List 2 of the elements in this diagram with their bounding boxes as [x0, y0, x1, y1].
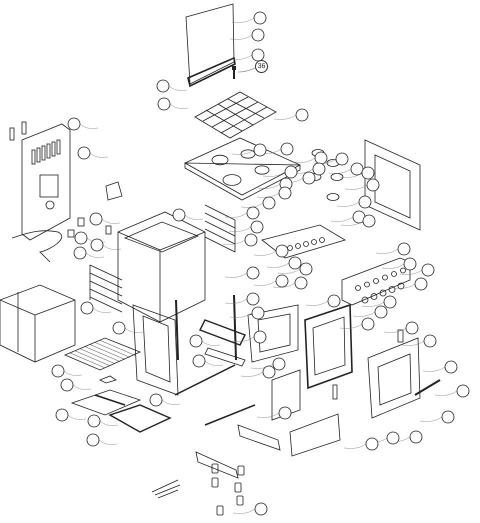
screw-icon: [230, 66, 238, 80]
leader-line: [238, 68, 256, 72]
